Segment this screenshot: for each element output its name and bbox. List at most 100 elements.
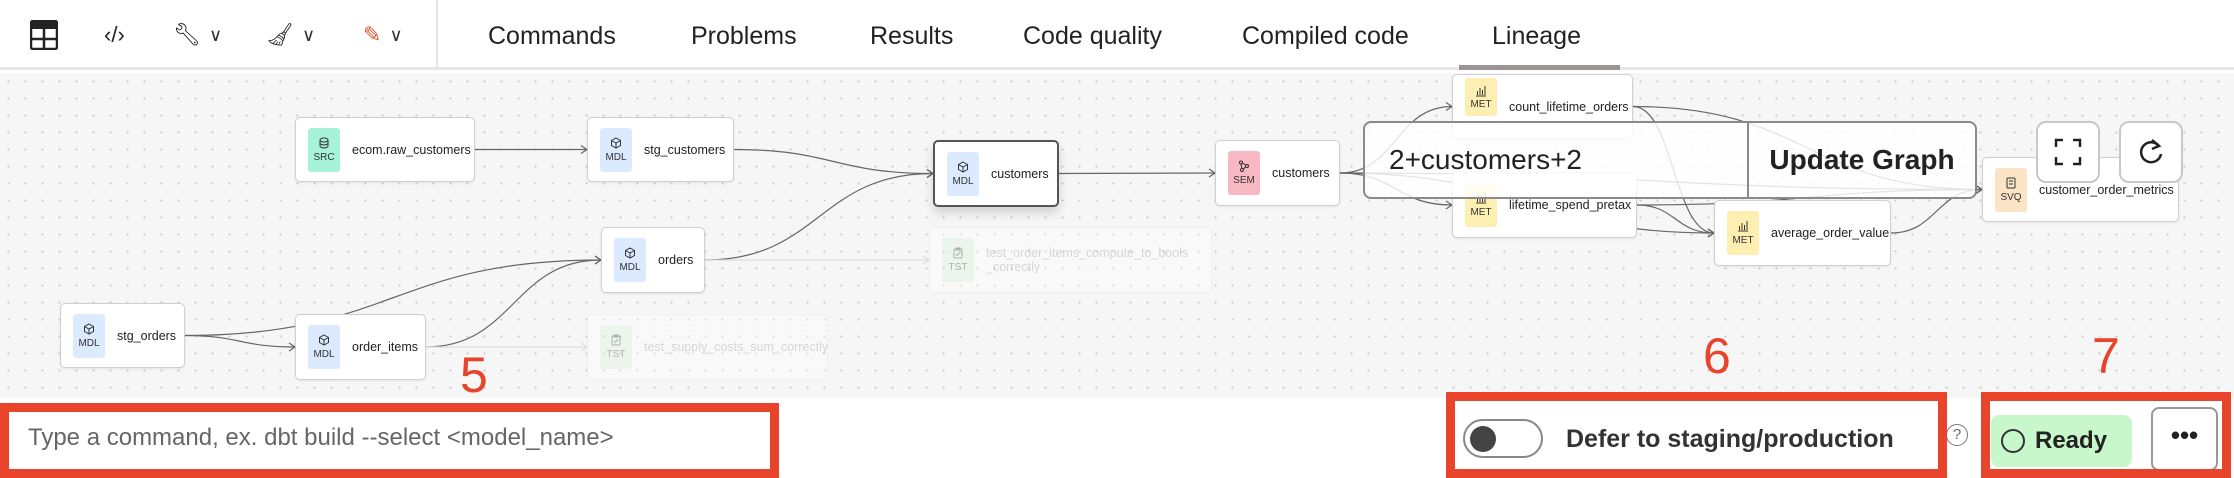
refresh-icon [2139, 139, 2163, 164]
mdl-icon [611, 136, 621, 149]
refresh-button[interactable] [2119, 121, 2183, 183]
node-type: SEM [1233, 175, 1255, 186]
node-type: MET [1470, 98, 1492, 110]
tst-icon [953, 247, 963, 259]
annotation-box-5 [0, 403, 779, 478]
toggle-knob [1470, 426, 1496, 452]
node-name: order_items [352, 340, 418, 354]
node-name: orders [658, 253, 694, 267]
more-options-button[interactable]: ••• [2151, 407, 2218, 471]
fullscreen-icon [2054, 138, 2082, 166]
lineage-node[interactable]: MDL stg_orders [60, 303, 185, 368]
node-type: MDL [605, 151, 627, 163]
defer-toggle[interactable] [1463, 419, 1543, 458]
lineage-node[interactable]: TST test_order_items_compute_to_bools _co… [929, 227, 1212, 293]
met-icon [1476, 85, 1486, 96]
node-type-badge: SRC [308, 127, 340, 172]
lineage-node[interactable]: MDL orders [601, 227, 705, 293]
tst-icon [611, 334, 621, 346]
node-type-badge: MET [1727, 211, 1759, 255]
tab-results[interactable]: Results [870, 22, 954, 50]
annotation-label-7: 7 [2092, 328, 2120, 384]
node-type-badge: TST [600, 325, 632, 369]
lineage-node[interactable]: SEM customers [1215, 140, 1340, 206]
tab-problems[interactable]: Problems [691, 22, 797, 50]
node-type-badge: SEM [1228, 151, 1260, 195]
node-type-badge: SVQ [1995, 167, 2027, 212]
lineage-node[interactable]: SRC ecom.raw_customers [295, 117, 475, 182]
tab-lineage[interactable]: Lineage [1492, 22, 1581, 50]
annotation-box-6 [1446, 392, 1947, 478]
mdl-icon [625, 247, 635, 259]
chevron-down-icon: ∨ [208, 24, 223, 45]
help-icon[interactable]: ? [1946, 424, 1968, 446]
src-icon [319, 137, 329, 149]
node-name: count_lifetime_orders [1509, 100, 1629, 114]
node-type-badge: MDL [947, 151, 979, 196]
active-tab-indicator [1459, 65, 1620, 70]
graph-edge [1058, 172, 1216, 175]
node-name: lifetime_spend_pretax [1509, 198, 1632, 212]
graph-edge [184, 259, 602, 337]
status-circle-icon [2001, 429, 2025, 453]
fullscreen-button[interactable] [2036, 121, 2100, 183]
node-name: customers [991, 166, 1049, 181]
node-name: stg_customers [644, 142, 726, 157]
update-graph-button[interactable]: Update Graph [1769, 144, 1955, 175]
graph-selector: 2+customers+2 Update Graph [1363, 121, 1977, 199]
node-type: MDL [619, 262, 641, 273]
sem-icon [1239, 160, 1249, 172]
graph-selector-input[interactable]: 2+customers+2 [1365, 123, 1749, 197]
tool-group: ‹/› 🔧︎∨ 🧹︎∨ ✎∨ [0, 0, 438, 70]
table-icon[interactable] [30, 18, 58, 52]
mdl-icon [319, 334, 329, 346]
tab-compiled-code[interactable]: Compiled code [1242, 22, 1409, 50]
status-badge: Ready [1991, 415, 2132, 467]
node-type: MET [1470, 207, 1492, 218]
graph-edge [1636, 204, 1715, 234]
tab-code-quality[interactable]: Code quality [1023, 22, 1162, 50]
lineage-node[interactable]: MET average_order_value [1714, 200, 1891, 266]
node-type-badge: MET [1465, 78, 1497, 116]
magic-menu[interactable]: ✎∨ [363, 18, 403, 52]
node-type: MDL [952, 175, 974, 187]
lineage-node[interactable]: MDL customers [933, 140, 1059, 207]
node-type: TST [948, 262, 968, 273]
annotation-label-6: 6 [1703, 328, 1731, 384]
command-input[interactable]: Type a command, ex. dbt build --select <… [28, 424, 614, 451]
node-name: customer_order_metrics [2039, 182, 2174, 197]
graph-edge [184, 334, 296, 348]
node-name: test_order_items_compute_to_bools _corre… [986, 246, 1192, 274]
node-name: stg_orders [117, 328, 177, 343]
node-name: average_order_value [1771, 226, 1890, 240]
annotation-box-7 [1981, 392, 2231, 478]
edge-arrow [922, 255, 931, 265]
wrench-menu[interactable]: 🔧︎∨ [173, 18, 222, 52]
broom-icon: 🧹︎ [266, 22, 294, 47]
annotation-label-5: 5 [460, 347, 488, 403]
met-icon [1738, 221, 1748, 232]
node-type-badge: TST [942, 238, 974, 282]
broom-menu[interactable]: 🧹︎ ∨ [266, 18, 315, 52]
chevron-down-icon: ∨ [301, 24, 316, 45]
graph-edge [733, 148, 934, 175]
edge-arrow [580, 342, 589, 352]
node-type: TST [606, 349, 626, 360]
graph-edge [704, 172, 934, 261]
node-type: MET [1732, 235, 1754, 246]
node-type-badge: MDL [600, 127, 632, 172]
mdl-icon [84, 322, 94, 335]
node-type-badge: MDL [614, 238, 646, 282]
magic-wand-icon: ✎ [363, 22, 382, 47]
node-name: customers [1272, 166, 1330, 180]
tab-commands[interactable]: Commands [488, 22, 616, 50]
toolbar: ‹/› 🔧︎∨ 🧹︎∨ ✎∨ Commands Problems Results… [0, 0, 2234, 70]
code-icon[interactable]: ‹/› [104, 22, 125, 47]
defer-label: Defer to staging/production [1566, 425, 1894, 453]
graph-edge [425, 259, 602, 348]
node-type-badge: MDL [73, 313, 105, 358]
node-name: ecom.raw_customers [352, 142, 471, 157]
lineage-node[interactable]: MDL stg_customers [587, 117, 734, 182]
